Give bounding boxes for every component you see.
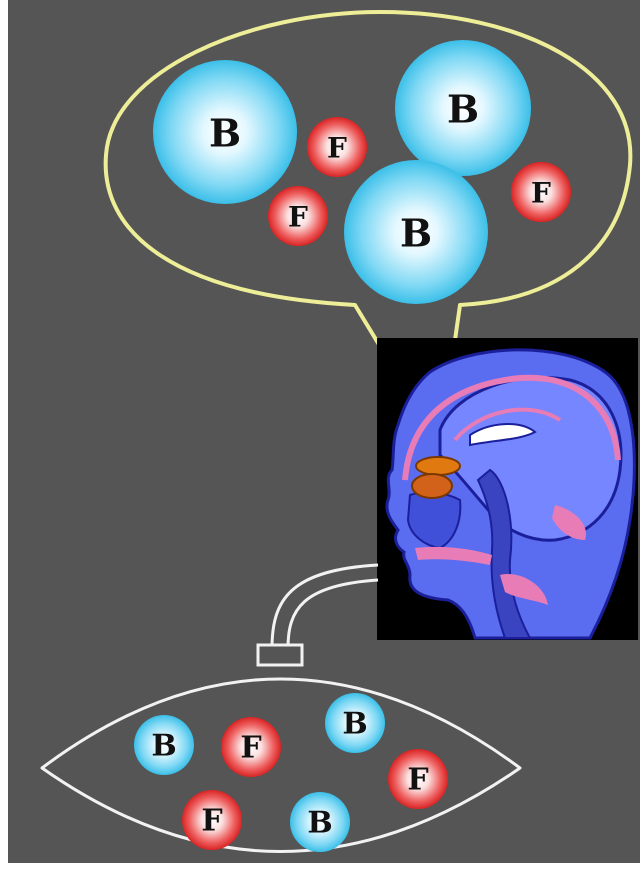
red-particle-F: F xyxy=(388,749,448,809)
particle-label: B xyxy=(151,729,176,764)
particle-label: F xyxy=(201,804,222,839)
blue-particle-B: B xyxy=(325,693,385,753)
particle-label: B xyxy=(209,111,241,156)
blue-particle-B: B xyxy=(395,40,531,176)
blue-particle-B: B xyxy=(134,715,194,775)
red-particle-F: F xyxy=(511,162,571,222)
bag-nozzle xyxy=(258,645,302,665)
head-cross-section-icon xyxy=(377,338,638,640)
blue-particle-B: B xyxy=(290,792,350,852)
particle-label: B xyxy=(307,806,332,841)
particle-label: B xyxy=(400,211,432,256)
particle-label: F xyxy=(240,731,261,766)
blue-particle-B: B xyxy=(153,60,297,204)
particle-label: B xyxy=(342,707,367,742)
red-particle-F: F xyxy=(221,717,281,777)
blue-particle-B: B xyxy=(344,160,488,304)
olfactory-bulb xyxy=(416,457,460,475)
red-particle-F: F xyxy=(268,186,328,246)
red-particle-F: F xyxy=(182,790,242,850)
particle-label: B xyxy=(447,87,479,132)
particle-label: F xyxy=(288,201,308,234)
particle-label: F xyxy=(531,177,551,210)
particle-label: F xyxy=(407,763,428,798)
red-particle-F: F xyxy=(307,117,367,177)
particle-label: F xyxy=(327,132,347,165)
olfactory-epithelium xyxy=(412,474,452,498)
